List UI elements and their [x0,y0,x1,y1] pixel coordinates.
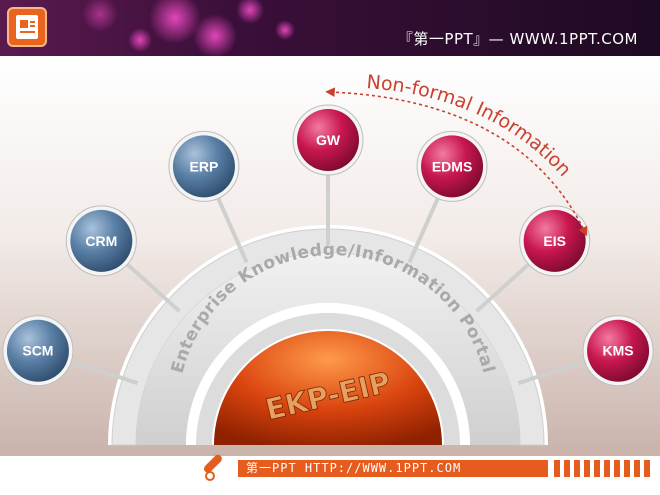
footer-text: 第一PPT HTTP://WWW.1PPT.COM [246,461,462,475]
header-banner: 『第一PPT』— WWW.1PPT.COM [0,0,660,56]
node-label-crm: CRM [85,233,117,249]
core-circle [214,331,442,445]
portal-arc [108,225,548,446]
presentation-icon [7,7,47,47]
footer-bar: 第一PPT HTTP://WWW.1PPT.COM [238,460,548,477]
node-label-edms: EDMS [432,158,472,174]
node-label-gw: GW [316,132,341,148]
node-circle-kms [587,319,650,382]
header-title: 『第一PPT』— WWW.1PPT.COM [397,30,638,48]
node-edms: EDMS [416,130,488,202]
node-label-kms: KMS [603,343,634,359]
node-kms: KMS [582,315,654,387]
node-circle-crm [70,209,133,272]
node-crm: CRM [65,205,137,277]
node-erp: ERP [168,130,240,202]
node-label-scm: SCM [22,343,53,359]
portal-diagram: Enterprise Knowledge/Information Portal … [0,56,660,456]
header-background [0,0,660,56]
pen-icon [203,454,222,481]
node-label-eis: EIS [543,233,566,249]
node-label-erp: ERP [190,158,219,174]
node-gw: GW [292,104,364,176]
node-eis: EIS [519,205,591,277]
node-scm: SCM [2,315,74,387]
footer-stripes [554,460,654,477]
node-circle-scm [6,319,69,382]
annotation-arrow [325,87,588,237]
node-circle-erp [172,135,235,198]
